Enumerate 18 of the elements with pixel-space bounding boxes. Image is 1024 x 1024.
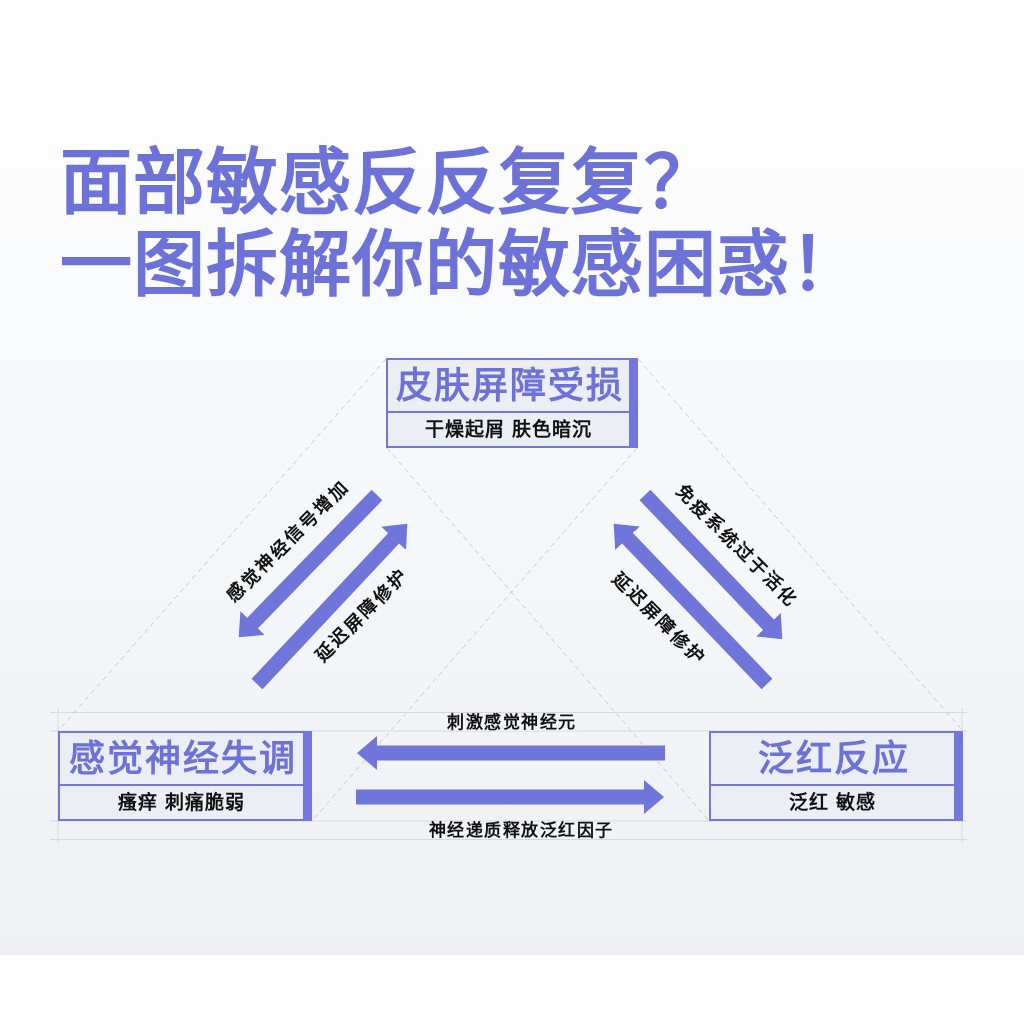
box-subtitle: 瘙痒 刺痛脆弱 <box>60 784 303 819</box>
info-box <box>709 731 963 821</box>
box-heading: 皮肤屏障受损 <box>394 365 624 406</box>
box-heading: 泛红反应 <box>756 738 910 779</box>
arrow <box>639 489 783 640</box>
arrow <box>613 523 773 690</box>
edge-label: 刺激感觉神经元 <box>447 713 577 731</box>
title: 面部敏感反反复复？一图拆解你的敏感困惑！ <box>60 141 864 305</box>
box-subtitle: 泛红 敏感 <box>711 784 954 819</box>
arrow <box>251 523 408 690</box>
info-box <box>58 731 312 821</box>
arrow <box>356 780 664 814</box>
info-box <box>386 358 638 448</box>
box-heading: 感觉神经失调 <box>67 738 297 779</box>
arrow <box>238 489 383 638</box>
arrow <box>357 736 665 770</box>
box-subtitle: 干燥起屑 肤色暗沉 <box>388 411 629 446</box>
edge-label: 神经递质释放泛红因子 <box>428 821 614 839</box>
